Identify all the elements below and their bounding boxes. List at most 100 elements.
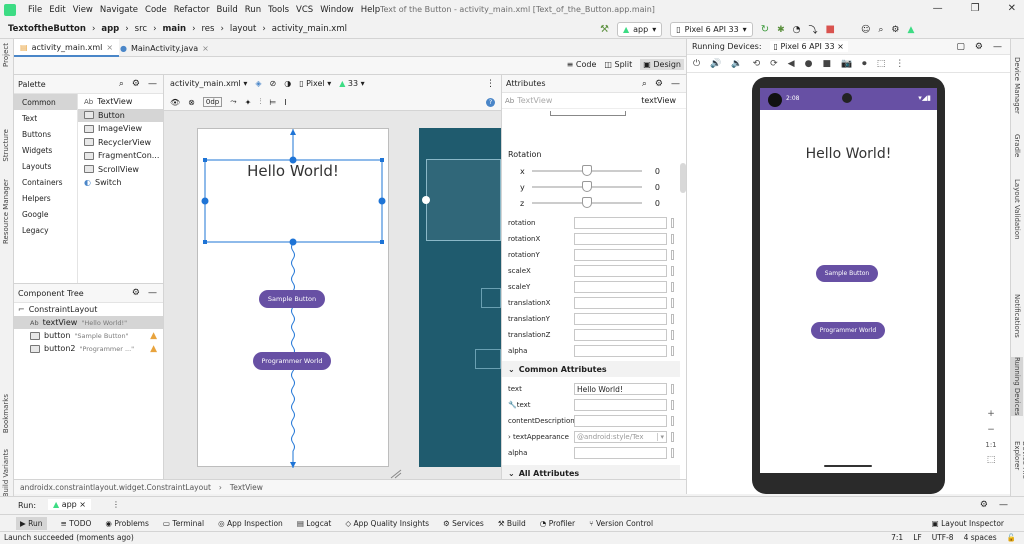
run-config-select[interactable]: ▲app▾ <box>616 22 663 37</box>
crumb-app[interactable]: app <box>101 24 120 34</box>
close-icon[interactable]: ✕ <box>1007 3 1016 14</box>
tool-profiler[interactable]: ◔ Profiler <box>539 518 576 528</box>
menu-build[interactable]: Build <box>216 5 238 15</box>
view-options-icon[interactable]: 👁 <box>170 97 181 107</box>
search-icon[interactable]: ⌕ <box>878 24 884 35</box>
category-legacy[interactable]: Legacy <box>22 225 49 235</box>
night-mode-icon[interactable]: ◑ <box>284 79 292 88</box>
category-widgets[interactable]: Widgets <box>22 145 53 155</box>
split-mode-button[interactable]: ◫ Split <box>604 60 633 69</box>
tool-services[interactable]: ⚙ Services <box>443 518 484 528</box>
menu-navigate[interactable]: Navigate <box>99 5 139 15</box>
orientation-icon[interactable]: ⊘ <box>269 79 277 88</box>
palette-item-scrollview[interactable]: ScrollView <box>78 163 163 177</box>
run-config-tab[interactable]: ▲ app × <box>48 499 92 510</box>
tool-build-variants[interactable]: Build Variants <box>2 449 10 498</box>
rotate-right-icon[interactable]: ⟳ <box>770 58 778 69</box>
palette-item-imageview[interactable]: ImageView <box>78 122 163 136</box>
default-margin[interactable]: 0dp <box>202 97 223 107</box>
debug-icon[interactable]: ✱ <box>777 24 785 35</box>
tool-layout-validation[interactable]: Layout Validation <box>1013 179 1021 240</box>
menu-file[interactable]: File <box>28 5 43 15</box>
palette-item-fragment[interactable]: FragmentCon... <box>78 149 163 163</box>
crumb-src[interactable]: src <box>134 24 148 34</box>
zoom-out-icon[interactable]: − <box>987 425 995 435</box>
gear-icon[interactable]: ⚙ <box>974 41 983 52</box>
crumb-main[interactable]: main <box>162 24 187 34</box>
gear-icon[interactable]: ⚙ <box>654 78 663 89</box>
category-common[interactable]: Common <box>14 94 77 110</box>
menu-code[interactable]: Code <box>145 5 167 15</box>
file-encoding[interactable]: UTF-8 <box>931 533 954 542</box>
minimize-icon[interactable]: — <box>932 3 943 14</box>
power-icon[interactable]: ⏻ <box>693 58 701 69</box>
hammer-icon[interactable]: ⚒ <box>600 24 609 35</box>
text-value-input[interactable]: Hello World! <box>574 383 667 395</box>
tool-device-file-explorer[interactable]: Device File Explorer <box>1013 441 1024 479</box>
tool-build[interactable]: ⚒ Build <box>497 518 526 528</box>
scrollbar[interactable] <box>680 163 686 193</box>
crumb-file[interactable]: activity_main.xml <box>271 24 347 34</box>
crumb-textview[interactable]: TextView <box>229 482 263 492</box>
run-icon[interactable]: ↻ <box>760 24 770 35</box>
screenshot-icon[interactable]: 📷 <box>840 58 853 69</box>
tool-problems[interactable]: ◉ Problems <box>105 518 149 528</box>
resize-handle-icon[interactable] <box>389 468 403 480</box>
gear-icon[interactable]: ⚙ <box>131 288 140 298</box>
crumb-constraint-layout[interactable]: androidx.constraintlayout.widget.Constra… <box>20 482 211 492</box>
category-text[interactable]: Text <box>22 113 38 123</box>
preview-hello-text[interactable]: Hello World! <box>247 162 339 180</box>
baseline-icon[interactable]: Ⅰ <box>284 97 287 107</box>
window-icon[interactable]: ▢ <box>956 41 965 52</box>
device-tab[interactable]: ▯ Pixel 6 API 33 × <box>769 41 848 52</box>
zoom-ratio[interactable]: 1:1 <box>985 441 997 449</box>
tool-version-control[interactable]: ⑂ Version Control <box>589 518 654 528</box>
help-icon[interactable]: ? <box>486 98 495 107</box>
hide-icon[interactable]: — <box>148 79 157 89</box>
tool-bookmarks[interactable]: Bookmarks <box>2 394 10 434</box>
tool-layout-inspector[interactable]: ▣ Layout Inspector <box>931 518 1004 528</box>
close-tab-icon[interactable]: × <box>106 42 114 52</box>
menu-window[interactable]: Window <box>320 5 354 15</box>
hide-icon[interactable]: — <box>999 500 1008 510</box>
hide-icon[interactable]: — <box>671 78 680 89</box>
warning-icon[interactable]: ▲ <box>150 330 157 341</box>
volume-down-icon[interactable]: 🔉 <box>731 58 743 69</box>
layers-icon[interactable]: ◈ <box>255 79 262 88</box>
design-mode-button[interactable]: ▣ Design <box>640 59 684 70</box>
tab-activity-main[interactable]: ▤ activity_main.xml × <box>14 39 120 57</box>
attach-icon[interactable]: ⤵ <box>808 26 818 36</box>
tool-run[interactable]: ▶ Run <box>16 516 47 530</box>
tool-resource-manager[interactable]: Resource Manager <box>2 179 10 245</box>
infer-constraints-icon[interactable]: ✦ <box>244 97 252 107</box>
device-select[interactable]: ▯Pixel 6 API 33▾ <box>670 22 753 37</box>
preview-programmer-button[interactable]: Programmer World <box>253 352 331 370</box>
code-mode-button[interactable]: ≡ Code <box>566 60 597 69</box>
tool-logcat[interactable]: ▤ Logcat <box>296 518 332 528</box>
palette-item-recyclerview[interactable]: RecyclerView <box>78 136 163 150</box>
indent-setting[interactable]: 4 spaces <box>963 533 997 542</box>
android-icon[interactable]: ▲ <box>907 24 915 35</box>
all-attributes-section[interactable]: ⌄All Attributes <box>502 465 680 481</box>
gear-icon[interactable]: ⚙ <box>131 79 140 89</box>
tool-running-devices[interactable]: Running Devices <box>1011 357 1023 416</box>
back-icon[interactable]: ◀ <box>787 58 795 69</box>
snapshot-icon[interactable]: ⬚ <box>876 58 886 69</box>
tree-root[interactable]: ⌐ConstraintLayout <box>18 305 98 314</box>
crumb-res[interactable]: res <box>201 24 215 34</box>
align-icon[interactable]: ⊨ <box>269 97 277 107</box>
line-separator[interactable]: LF <box>913 533 922 542</box>
close-tab-icon[interactable]: × <box>202 43 209 53</box>
device-select[interactable]: ▯ Pixel ▾ <box>299 79 332 88</box>
preview-sample-button[interactable]: Sample Button <box>259 290 325 308</box>
file-select[interactable]: activity_main.xml ▾ <box>170 79 248 88</box>
palette-item-button[interactable]: Button <box>78 108 163 122</box>
volume-up-icon[interactable]: 🔊 <box>710 58 722 69</box>
category-helpers[interactable]: Helpers <box>22 193 51 203</box>
menu-tools[interactable]: Tools <box>268 5 290 15</box>
app-sample-button[interactable]: Sample Button <box>816 265 878 282</box>
tool-structure[interactable]: Structure <box>2 129 10 162</box>
tool-device-manager[interactable]: Device Manager <box>1013 57 1021 114</box>
